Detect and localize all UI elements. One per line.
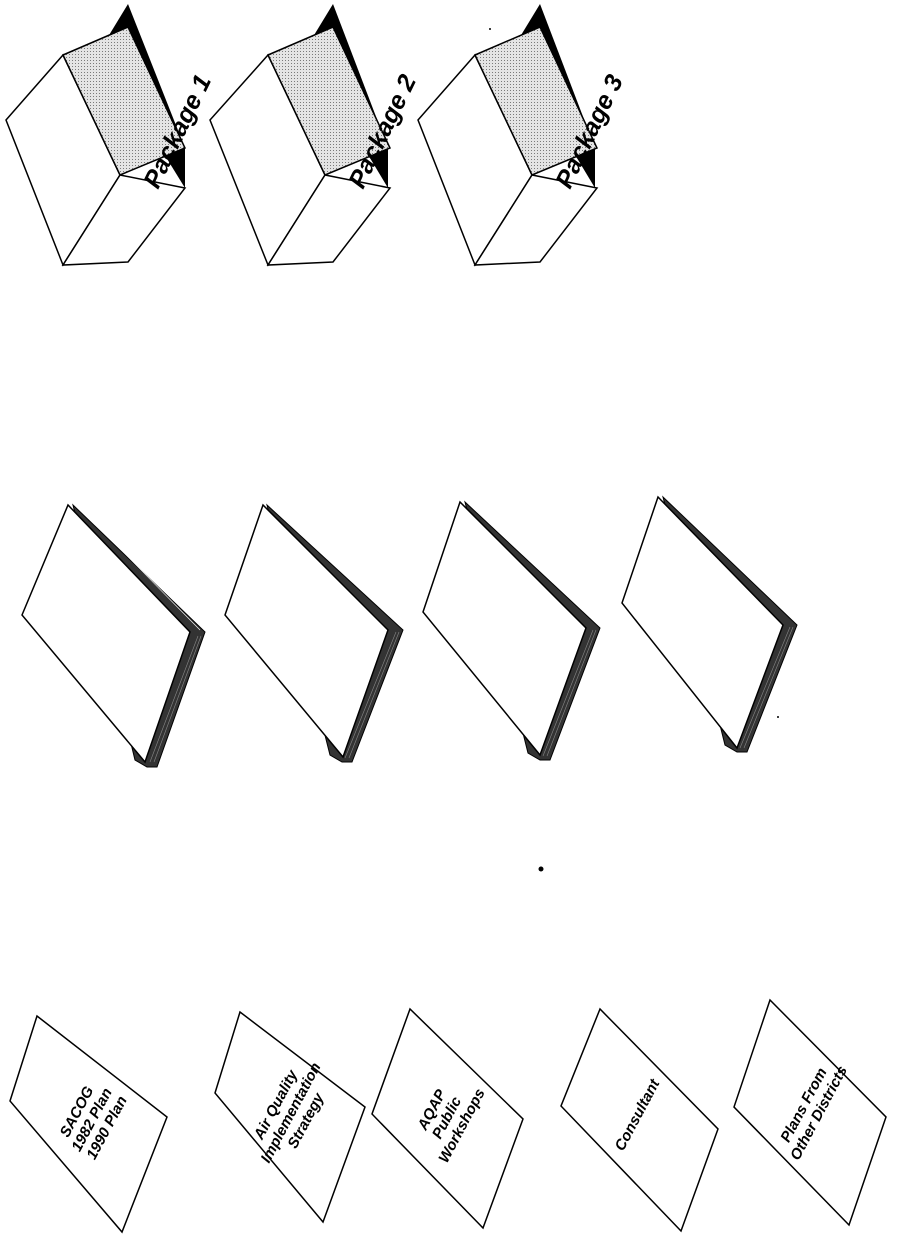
document-stack-3 [423,502,600,760]
package-box-1: Package 1 [6,4,217,265]
scan-speck [489,28,491,30]
source-sheet-5: Plans From Other Districts [734,1000,886,1225]
document-stack-4 [622,497,797,752]
source-sheet-1: SACOG 1982 Plan 1990 Plan [10,1016,167,1232]
source-sheet-3: AQAP Public Workshops [372,1009,523,1228]
document-stack-2 [225,505,403,762]
source-sheet-2: Air Quality Implementation Strategy [215,1012,365,1222]
package-box-3: Package 3 [418,4,629,265]
document-stack-1 [22,505,205,767]
scan-speck [777,716,779,718]
source-sheet-4: Consultant [561,1009,718,1231]
package-box-2: Package 2 [210,4,422,265]
scan-speck [539,867,544,872]
